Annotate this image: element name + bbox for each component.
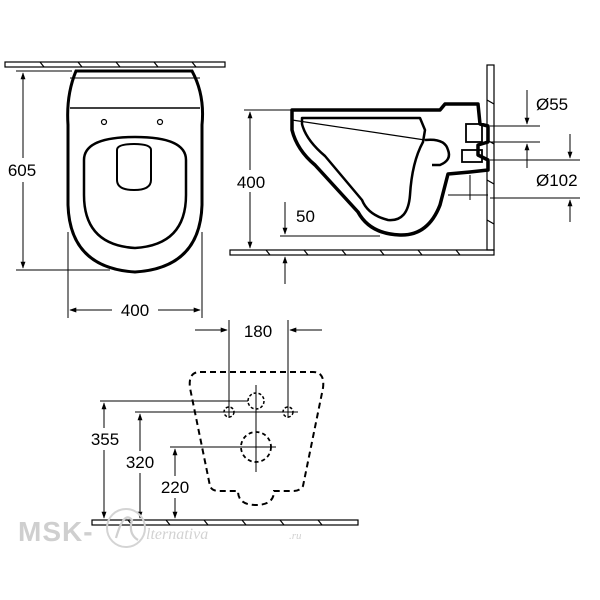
side-outlet-connector (461, 149, 483, 163)
side-inlet-label: Ø55 (536, 95, 568, 114)
bottom-width-label: 180 (244, 322, 272, 341)
front-width-label: 400 (121, 301, 149, 320)
bottom-view: 180 355 320 220 (86, 320, 359, 526)
bottom-dim-220-label: 220 (161, 478, 189, 497)
bottom-dim-355-label: 355 (91, 430, 119, 449)
front-bowl-outline (66, 69, 204, 274)
svg-text:.ru: .ru (289, 530, 302, 542)
front-fixing-hole-left (100, 118, 108, 126)
svg-text:lternativa: lternativa (146, 526, 208, 543)
side-floor-hatch (229, 249, 495, 256)
front-fixing-hole-right (156, 118, 164, 126)
side-inlet-connector (465, 123, 483, 143)
bottom-dim-320-label: 320 (126, 453, 154, 472)
mounting-frame-outline (188, 371, 325, 507)
front-bowl-opening (116, 142, 152, 192)
front-seat-ring (82, 135, 188, 250)
front-view: 605 400 (0, 61, 226, 321)
side-view: 400 50 Ø55 Ø102 (228, 64, 580, 284)
watermark-logo-icon (106, 508, 146, 548)
watermark: MSK- lternativa .ru (18, 508, 302, 548)
front-wall-hatch (4, 61, 226, 68)
svg-text:MSK-: MSK- (18, 516, 94, 547)
side-bowl-inner (300, 116, 427, 222)
side-gap-label: 50 (296, 207, 315, 226)
side-trap (424, 138, 451, 167)
side-bowl-outer (290, 102, 490, 237)
front-height-label: 605 (8, 161, 36, 180)
side-wall-hatch (486, 64, 495, 251)
side-height-label: 400 (237, 173, 265, 192)
side-outlet-label: Ø102 (536, 171, 578, 190)
